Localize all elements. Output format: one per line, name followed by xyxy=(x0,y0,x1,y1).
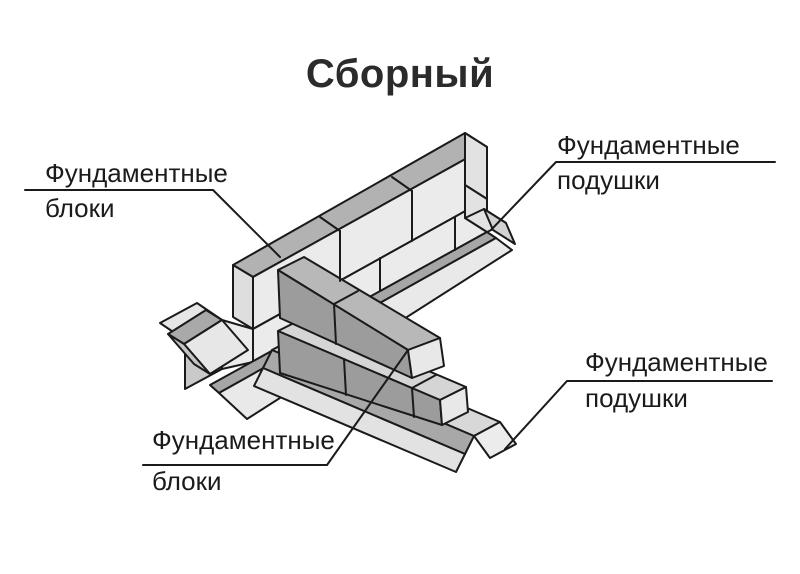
back-course2-joint-2-top xyxy=(391,176,413,192)
front-wall-course1-end-face xyxy=(439,386,469,426)
label-foundation-blocks-bottom-line1: Фундаментные xyxy=(152,425,335,455)
back-pad-left-nose-side xyxy=(167,333,211,375)
front-wall-course2-end-face xyxy=(407,337,445,379)
label-foundation-pads-top-right-line1: Фундаментные xyxy=(557,130,740,160)
front-course2-joint-top xyxy=(333,290,359,305)
front-course1-joint-1 xyxy=(343,358,347,396)
back-course2-joint-1-top xyxy=(319,216,341,232)
diagram-title: Сборный xyxy=(305,52,495,96)
front-course1-joint-2 xyxy=(411,387,415,418)
front-course2-joint xyxy=(333,303,337,345)
label-foundation-pads-top-right-line2: подушки xyxy=(557,165,660,195)
back-pad-right-end-slope xyxy=(483,208,516,245)
back-wall-course2-left-end xyxy=(232,264,254,330)
leader-bottom-right-pads xyxy=(504,380,773,450)
leader-left-blocks xyxy=(24,189,281,258)
leader-bottom-center-blocks xyxy=(142,349,409,466)
label-foundation-pads-bottom-right-line2: подушки xyxy=(585,383,688,413)
front-course1-joint-2-top xyxy=(411,374,437,389)
leader-top-right-pads xyxy=(490,161,776,231)
label-foundation-blocks-left-line2: блоки xyxy=(45,193,115,223)
label-foundation-blocks-bottom-line2: блоки xyxy=(152,466,222,496)
label-foundation-blocks-left-line1: Фундаментные xyxy=(45,158,228,188)
label-foundation-pads-bottom-right-line1: Фундаментные xyxy=(585,347,768,377)
